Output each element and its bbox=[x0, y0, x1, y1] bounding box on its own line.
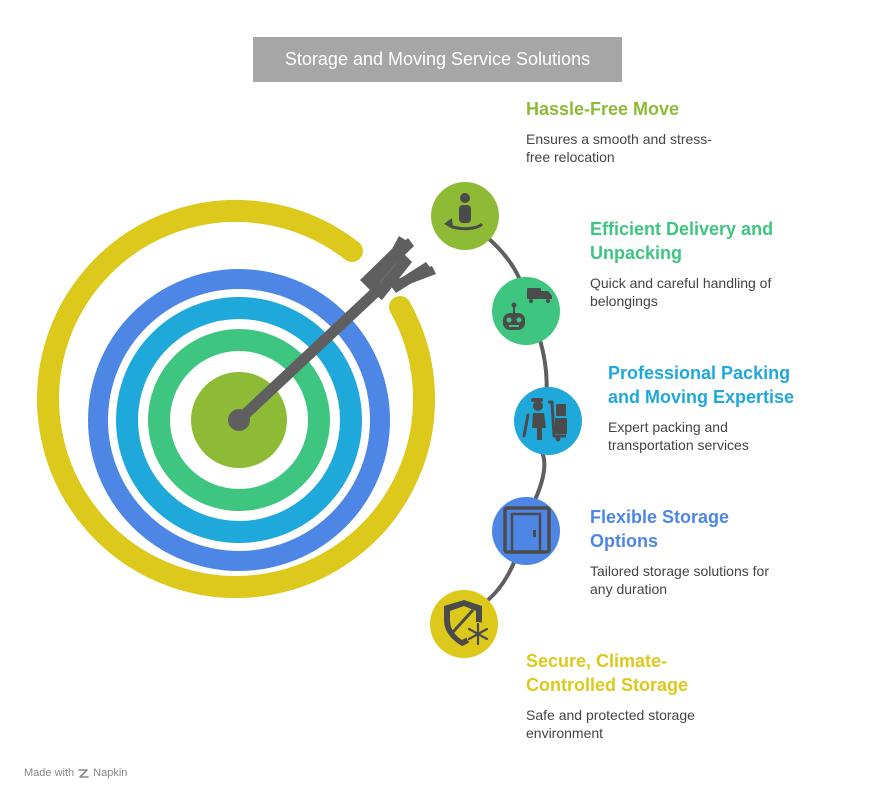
item-3: Professional Packing and Moving Expertis… bbox=[608, 361, 823, 454]
item-heading: Efficient Delivery and Unpacking bbox=[590, 219, 774, 263]
robot-truck-icon bbox=[503, 288, 552, 330]
diagram-title: Storage and Moving Service Solutions bbox=[284, 49, 591, 69]
item-icon-3 bbox=[514, 387, 582, 455]
title-banner: Storage and Moving Service Solutions bbox=[253, 37, 622, 82]
item-heading: Secure, Climate-Controlled Storage bbox=[526, 651, 689, 695]
item-2: Efficient Delivery and Unpacking Quick a… bbox=[590, 217, 800, 310]
item-heading: Hassle-Free Move bbox=[526, 99, 680, 119]
item-description: Ensures a smooth and stress-free relocat… bbox=[526, 131, 712, 165]
arrow-icon bbox=[228, 236, 436, 431]
item-description: Tailored storage solutions for any durat… bbox=[590, 563, 769, 597]
item-icon-5 bbox=[430, 590, 498, 658]
item-heading: Flexible Storage Options bbox=[590, 507, 730, 551]
made-with-label: Made with bbox=[24, 767, 75, 779]
ring-green bbox=[148, 329, 330, 511]
item-description: Quick and careful handling of belongings bbox=[590, 275, 772, 309]
footer-credit: Made with Napkin bbox=[24, 767, 127, 779]
item-description: Expert packing and transportation servic… bbox=[608, 419, 749, 453]
napkin-logo-icon bbox=[78, 768, 89, 778]
item-icon-4 bbox=[492, 497, 560, 565]
connector-curve bbox=[486, 236, 549, 602]
ring-cyan bbox=[116, 297, 362, 543]
person-rotate-icon bbox=[444, 193, 484, 231]
storage-door-icon bbox=[503, 506, 551, 554]
item-icon-2 bbox=[492, 277, 560, 345]
mover-cart-icon bbox=[522, 398, 567, 442]
item-1: Hassle-Free Move Ensures a smooth and st… bbox=[526, 97, 786, 166]
item-heading: Professional Packing and Moving Expertis… bbox=[608, 363, 795, 407]
item-icon-1 bbox=[431, 182, 499, 250]
target-rings bbox=[37, 199, 435, 598]
ring-blue bbox=[88, 269, 390, 571]
item-4: Flexible Storage Options Tailored storag… bbox=[590, 505, 780, 598]
ring-yellow bbox=[37, 199, 435, 598]
shield-snowflake-icon bbox=[444, 600, 490, 646]
item-description: Safe and protected storage environment bbox=[526, 707, 695, 741]
item-5: Secure, Climate-Controlled Storage Safe … bbox=[526, 649, 716, 742]
napkin-brand-label: Napkin bbox=[93, 767, 128, 779]
